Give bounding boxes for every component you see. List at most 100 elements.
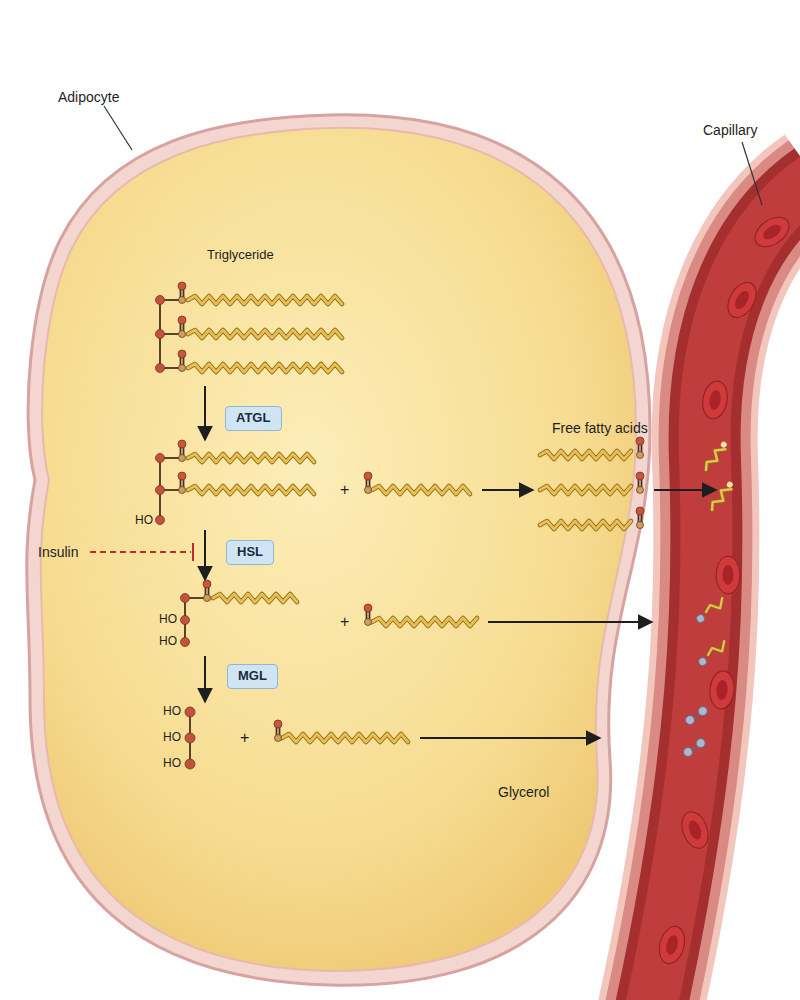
fatty-acid-chain (540, 521, 631, 529)
fatty-acid-chain (213, 594, 297, 602)
fatty-acid-chain (372, 486, 470, 494)
atom (178, 350, 186, 358)
inhibition-bar (192, 543, 194, 561)
atom (181, 616, 190, 625)
atom (185, 759, 195, 769)
atom (156, 364, 165, 373)
glycerol-in-blood (682, 746, 694, 758)
fatty-acid-chain (704, 598, 726, 615)
glycerol-in-blood (683, 705, 710, 725)
reaction-arrow (204, 530, 206, 580)
atom (179, 297, 186, 304)
red-blood-cell (700, 379, 730, 421)
atom (156, 486, 165, 495)
capillary-lumen (650, 178, 800, 1000)
red-blood-cell (750, 211, 795, 252)
fatty-acid-in-blood (703, 440, 729, 472)
atom (203, 580, 211, 588)
red-blood-cell (761, 222, 784, 242)
fatty-acid-chain (188, 454, 314, 462)
fatty-acid-chain (709, 485, 732, 513)
atom (637, 452, 644, 459)
atom (178, 282, 186, 290)
red-blood-cell (677, 808, 713, 852)
fatty-acid-chain (372, 618, 477, 626)
atom (274, 720, 282, 728)
fatty-acid-chain (703, 445, 726, 473)
atom (178, 440, 186, 448)
fatty-acid-chain (709, 485, 732, 513)
molecule-name: Glycerol (498, 784, 549, 800)
red-blood-cell (716, 556, 740, 594)
atom (179, 331, 186, 338)
enzyme-box: MGL (227, 664, 278, 689)
atom (178, 472, 186, 480)
molecule-name: Triglyceride (207, 248, 274, 263)
adipocyte-membrane (27, 115, 650, 985)
adipocyte-lipid-droplet (41, 128, 636, 971)
hydroxyl-group: HO (159, 613, 177, 627)
fatty-acid-chain (282, 734, 408, 742)
atom (364, 604, 372, 612)
fatty-acid-in-blood (709, 480, 735, 512)
enzyme-name: MGL (238, 668, 267, 683)
fatty-acid-chain (188, 296, 342, 304)
fatty-acid-chain (372, 618, 477, 626)
fatty-acid-chain (540, 521, 631, 529)
fatty-acid-chain (282, 734, 408, 742)
hydroxyl-group: HO (135, 514, 153, 528)
release-arrow (420, 737, 600, 739)
fatty-acid-chain (706, 641, 728, 658)
capillary-wall-inner (650, 178, 800, 1000)
leader-line (742, 142, 762, 205)
enzyme-box: ATGL (225, 406, 282, 431)
atom (156, 454, 165, 463)
red-blood-cell (677, 808, 713, 852)
plus-sign: + (340, 481, 349, 499)
hydroxyl-group: HO (163, 757, 181, 771)
atom (181, 638, 190, 647)
fatty-acid-in-blood (694, 598, 728, 624)
atom (179, 487, 186, 494)
release-arrow (488, 621, 652, 623)
fatty-acid-chain (704, 598, 726, 615)
atom (179, 455, 186, 462)
fatty-acid-chain (213, 594, 297, 602)
red-blood-cell (732, 289, 752, 312)
red-blood-cell (700, 379, 730, 421)
reaction-arrow (204, 386, 206, 440)
release-arrow (654, 489, 716, 491)
fatty-acid-chain (540, 486, 631, 494)
fatty-acid-chain (188, 454, 314, 462)
red-blood-cell (664, 934, 680, 956)
red-blood-cell (723, 565, 734, 585)
atom (204, 595, 211, 602)
glycerol-in-blood (695, 737, 707, 749)
red-blood-cell (722, 278, 762, 323)
fatty-acid-chain (540, 451, 631, 459)
fatty-acid-chain (188, 296, 342, 304)
red-blood-cell (708, 389, 722, 411)
enzyme-name: ATGL (236, 410, 270, 425)
atom (636, 472, 644, 480)
fatty-acid-chain (188, 486, 314, 494)
red-blood-cell (655, 924, 688, 967)
release-arrow (482, 489, 533, 491)
fatty-acid-chain (188, 486, 314, 494)
atom (156, 296, 165, 305)
glycerol-in-blood (684, 714, 696, 726)
atom (181, 594, 190, 603)
glycerol-in-blood (695, 613, 706, 624)
red-blood-cell (708, 670, 735, 710)
part-name: Capillary (703, 122, 757, 138)
fatty-acid-chain (188, 364, 342, 372)
fatty-acid-chain (188, 330, 342, 338)
fatty-acid-chain (540, 486, 631, 494)
leader-line (104, 106, 132, 150)
red-blood-cell (655, 924, 688, 967)
glycerol-in-blood (697, 656, 708, 667)
part-name: Adipocyte (58, 89, 119, 105)
fatty-acid-chain (372, 486, 470, 494)
molecule-name: Free fatty acids (552, 420, 648, 436)
